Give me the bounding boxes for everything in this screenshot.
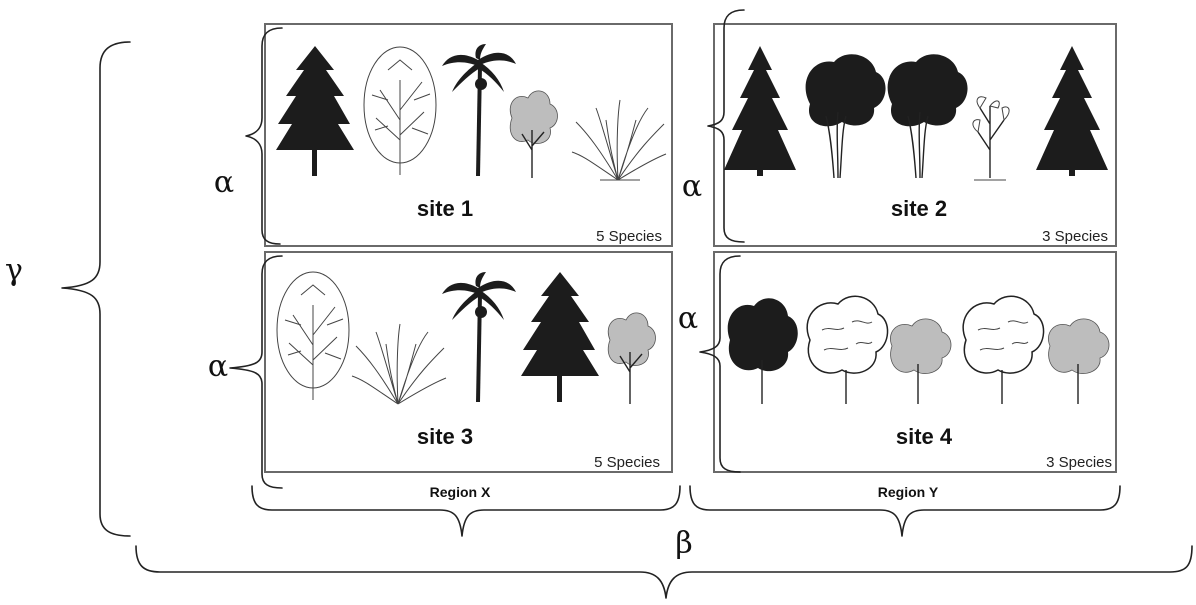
site-3-alpha-brace xyxy=(229,255,283,489)
broadleaf-tree-icon xyxy=(887,54,968,179)
site-2-alpha-brace xyxy=(707,9,745,243)
palm-tree-icon xyxy=(442,272,516,402)
spruce-tree-icon xyxy=(1036,46,1108,176)
sapling-icon xyxy=(972,96,1010,181)
site-3-species-count: 5 Species xyxy=(594,454,660,471)
site-3-label: site 3 xyxy=(417,424,473,449)
region-y-brace xyxy=(689,485,1121,537)
broadleaf-tree-icon xyxy=(805,54,886,179)
site-2-panel xyxy=(713,23,1117,247)
site-4-alpha-symbol: α xyxy=(678,301,698,336)
site-4-label: site 4 xyxy=(896,424,953,449)
round-tree-icon xyxy=(806,295,889,404)
site-3-alpha-symbol: α xyxy=(208,349,228,384)
site-2-alpha-symbol: α xyxy=(682,169,702,204)
gamma-brace xyxy=(61,41,131,537)
site-4-plants xyxy=(727,295,1110,404)
bushy-tree-icon xyxy=(727,298,798,404)
site-1-species-count: 5 Species xyxy=(596,228,662,245)
site-2-label: site 2 xyxy=(891,196,947,221)
spruce-tree-icon xyxy=(724,46,796,176)
palm-tree-icon xyxy=(442,44,516,176)
region-x-brace xyxy=(251,485,681,537)
grass-icon xyxy=(571,99,667,181)
gamma-symbol: γ xyxy=(5,253,23,288)
site-4-species-count: 3 Species xyxy=(1046,454,1112,471)
region-x-label: Region X xyxy=(430,484,491,500)
shrub-tree-icon xyxy=(890,318,952,404)
conifer-tree-icon xyxy=(521,272,599,402)
site-2-plants xyxy=(724,46,1108,181)
deciduous-tree-icon xyxy=(276,271,350,400)
site-1-plants xyxy=(276,44,667,181)
beta-symbol: β xyxy=(675,526,692,561)
grass-icon xyxy=(351,323,447,405)
conifer-tree-icon xyxy=(276,46,354,176)
site-1-alpha-symbol: α xyxy=(214,165,234,200)
region-y-label: Region Y xyxy=(878,484,939,500)
site-1-alpha-brace xyxy=(245,27,283,245)
deciduous-tree-icon xyxy=(363,46,437,175)
shrub-tree-icon xyxy=(509,90,558,178)
site-4-alpha-brace xyxy=(699,255,741,473)
site-3-plants xyxy=(276,271,656,405)
round-tree-icon xyxy=(962,295,1045,404)
site-2-species-count: 3 Species xyxy=(1042,228,1108,245)
site-1-label: site 1 xyxy=(417,196,473,221)
shrub-tree-icon xyxy=(1048,318,1110,404)
shrub-tree-icon xyxy=(607,312,656,404)
beta-brace xyxy=(135,545,1193,599)
